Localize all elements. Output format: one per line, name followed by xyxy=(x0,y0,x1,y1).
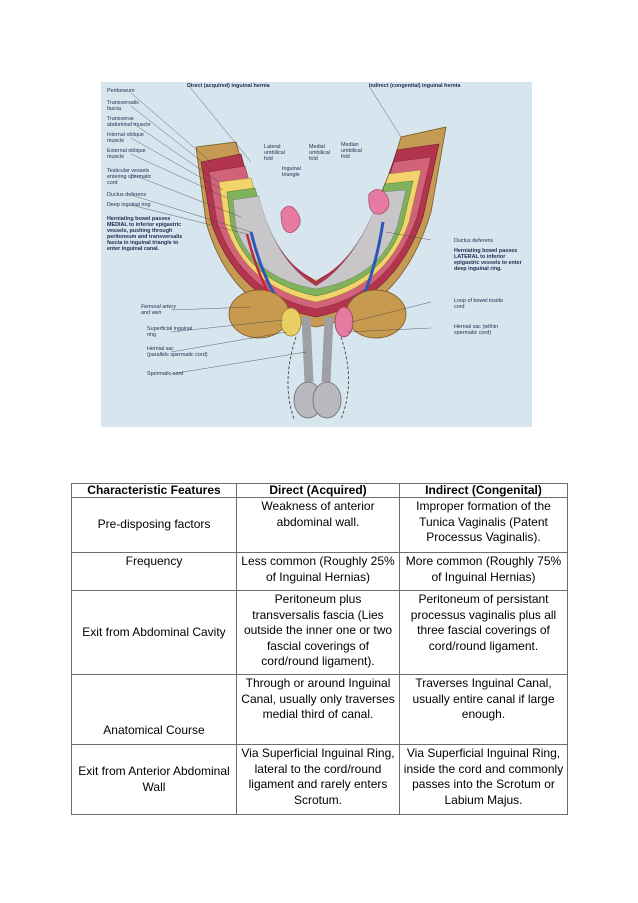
cell-direct: Peritoneum plus transversalis fascia (Li… xyxy=(237,591,400,675)
label-inguinal-triangle: Inguinal triangle xyxy=(282,166,301,178)
table-row: Exit from Abdominal Cavity Peritoneum pl… xyxy=(72,591,568,675)
label-internal-oblique: Internal oblique muscle xyxy=(107,132,144,144)
label-hernial-sac-right: Hernial sac (within spermatic cord) xyxy=(454,324,498,336)
indirect-hernia-title: Indirect (congenital) inguinal hernia xyxy=(369,83,460,89)
label-lateral-umbilical-fold: Lateral umbilical fold xyxy=(264,144,285,162)
cell-direct: Through or around Inguinal Canal, usuall… xyxy=(237,675,400,745)
cell-feature: Pre-disposing factors xyxy=(72,498,237,553)
label-transversalis-fascia: Transversalis fascia xyxy=(107,100,139,112)
indirect-hernia-note: Herniating bowel passes LATERAL to infer… xyxy=(454,248,522,272)
direct-hernia-title: Direct (acquired) inguinal hernia xyxy=(187,83,270,89)
label-superficial-inguinal-ring: Superficial inguinal ring xyxy=(147,326,192,338)
label-spermatic-cord: Spermatic cord xyxy=(147,371,183,377)
inguinal-hernia-illustration: Direct (acquired) inguinal hernia Indire… xyxy=(101,82,532,427)
label-ductus-deferens-right: Ductus deferens xyxy=(454,238,493,244)
cell-indirect: Via Superficial Inguinal Ring, inside th… xyxy=(400,745,568,815)
label-peritoneum: Peritoneum xyxy=(107,88,135,94)
table-row: Exit from Anterior Abdominal Wall Via Su… xyxy=(72,745,568,815)
cell-feature: Exit from Anterior Abdominal Wall xyxy=(72,745,237,815)
cell-indirect: Improper formation of the Tunica Vaginal… xyxy=(400,498,568,553)
cell-feature: Anatomical Course xyxy=(72,675,237,745)
cell-indirect: Peritoneum of persistant processus vagin… xyxy=(400,591,568,675)
cell-direct: Weakness of anterior abdominal wall. xyxy=(237,498,400,553)
cell-feature: Exit from Abdominal Cavity xyxy=(72,591,237,675)
label-hernial-sac-left: Hernial sac (parallels spermatic cord) xyxy=(147,346,208,358)
label-deep-inguinal-ring: Deep inguinal ring xyxy=(107,202,150,208)
label-transverse-abdominal-muscle: Transverse abdominal muscle xyxy=(107,116,150,128)
hernia-comparison-table: Characteristic Features Direct (Acquired… xyxy=(71,483,568,815)
label-loop-of-bowel: Loop of bowel inside cord xyxy=(454,298,503,310)
table-header-row: Characteristic Features Direct (Acquired… xyxy=(72,484,568,498)
direct-hernia-note: Herniating bowel passes MEDIAL to inferi… xyxy=(107,216,182,252)
header-direct: Direct (Acquired) xyxy=(237,484,400,498)
table-row: Pre-disposing factors Weakness of anteri… xyxy=(72,498,568,553)
header-characteristic-features: Characteristic Features xyxy=(72,484,237,498)
label-testicular-vessels: Testicular vessels entering spermatic co… xyxy=(107,168,151,186)
cell-indirect: More common (Roughly 75% of Inguinal Her… xyxy=(400,553,568,591)
label-external-oblique: External oblique muscle xyxy=(107,148,146,160)
label-femoral-artery-vein: Femoral artery and vein xyxy=(141,304,176,316)
label-median-umbilical-fold: Median umbilical fold xyxy=(341,142,362,160)
label-medial-umbilical-fold: Medial umbilical fold xyxy=(309,144,330,162)
table-row: Frequency Less common (Roughly 25% of In… xyxy=(72,553,568,591)
cell-indirect: Traverses Inguinal Canal, usually entire… xyxy=(400,675,568,745)
header-indirect: Indirect (Congenital) xyxy=(400,484,568,498)
cell-feature: Frequency xyxy=(72,553,237,591)
label-ductus-deferens-left: Ductus deferens xyxy=(107,192,146,198)
cell-direct: Less common (Roughly 25% of Inguinal Her… xyxy=(237,553,400,591)
table-row: Anatomical Course Through or around Ingu… xyxy=(72,675,568,745)
cell-direct: Via Superficial Inguinal Ring, lateral t… xyxy=(237,745,400,815)
